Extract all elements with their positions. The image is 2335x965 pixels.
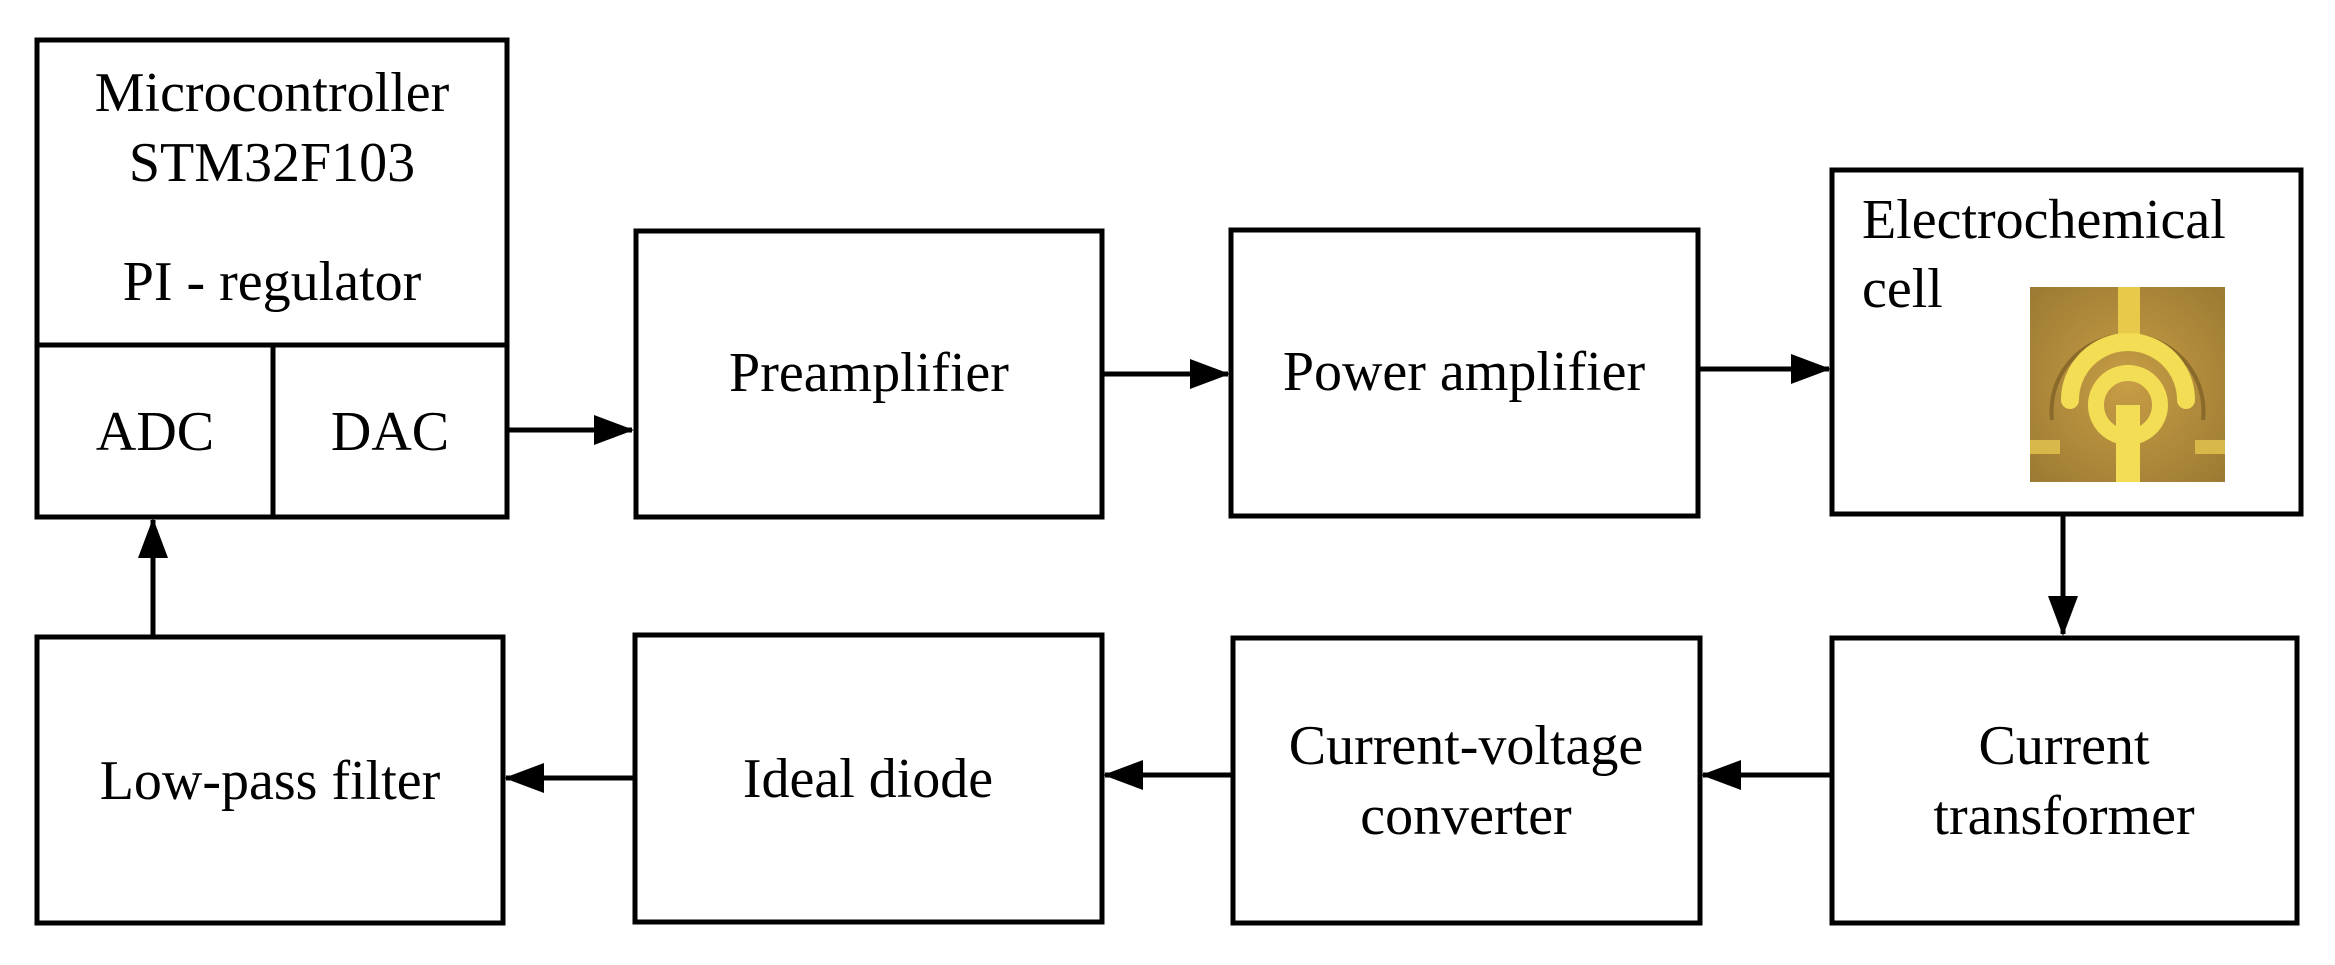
- adc-label: ADC: [96, 401, 214, 463]
- microcontroller-model: STM32F103: [129, 132, 415, 194]
- current-transformer-label-line1: Current: [1978, 715, 2150, 777]
- ideal-diode-block: Ideal diode: [632, 632, 1105, 925]
- iv-converter-label-line2: converter: [1360, 785, 1572, 847]
- cell-label-line2: cell: [1862, 258, 1943, 320]
- iv-converter-block: Current-voltage converter: [1230, 635, 1703, 926]
- dac-label: DAC: [331, 401, 449, 463]
- power-amplifier-block: Power amplifier: [1228, 227, 1701, 519]
- power-amplifier-label: Power amplifier: [1283, 341, 1646, 403]
- ideal-diode-label: Ideal diode: [743, 748, 993, 810]
- low-pass-filter-label: Low-pass filter: [100, 750, 441, 812]
- current-transformer-block: Current transformer: [1829, 635, 2300, 926]
- current-transformer-label-line2: transformer: [1933, 785, 2195, 847]
- electrochemical-cell-block: Electrochemical cell: [1829, 167, 2304, 517]
- microcontroller-block: Microcontroller STM32F103 PI - regulator…: [34, 37, 510, 520]
- microcontroller-title: Microcontroller: [95, 62, 450, 124]
- pi-regulator-label: PI - regulator: [123, 251, 422, 313]
- preamplifier-block: Preamplifier: [633, 228, 1105, 520]
- preamplifier-label: Preamplifier: [729, 342, 1009, 404]
- electrode-photo-icon: [2030, 287, 2225, 482]
- iv-converter-label-line1: Current-voltage: [1289, 715, 1644, 777]
- cell-label-line1: Electrochemical: [1862, 189, 2226, 251]
- low-pass-filter-block: Low-pass filter: [34, 634, 506, 926]
